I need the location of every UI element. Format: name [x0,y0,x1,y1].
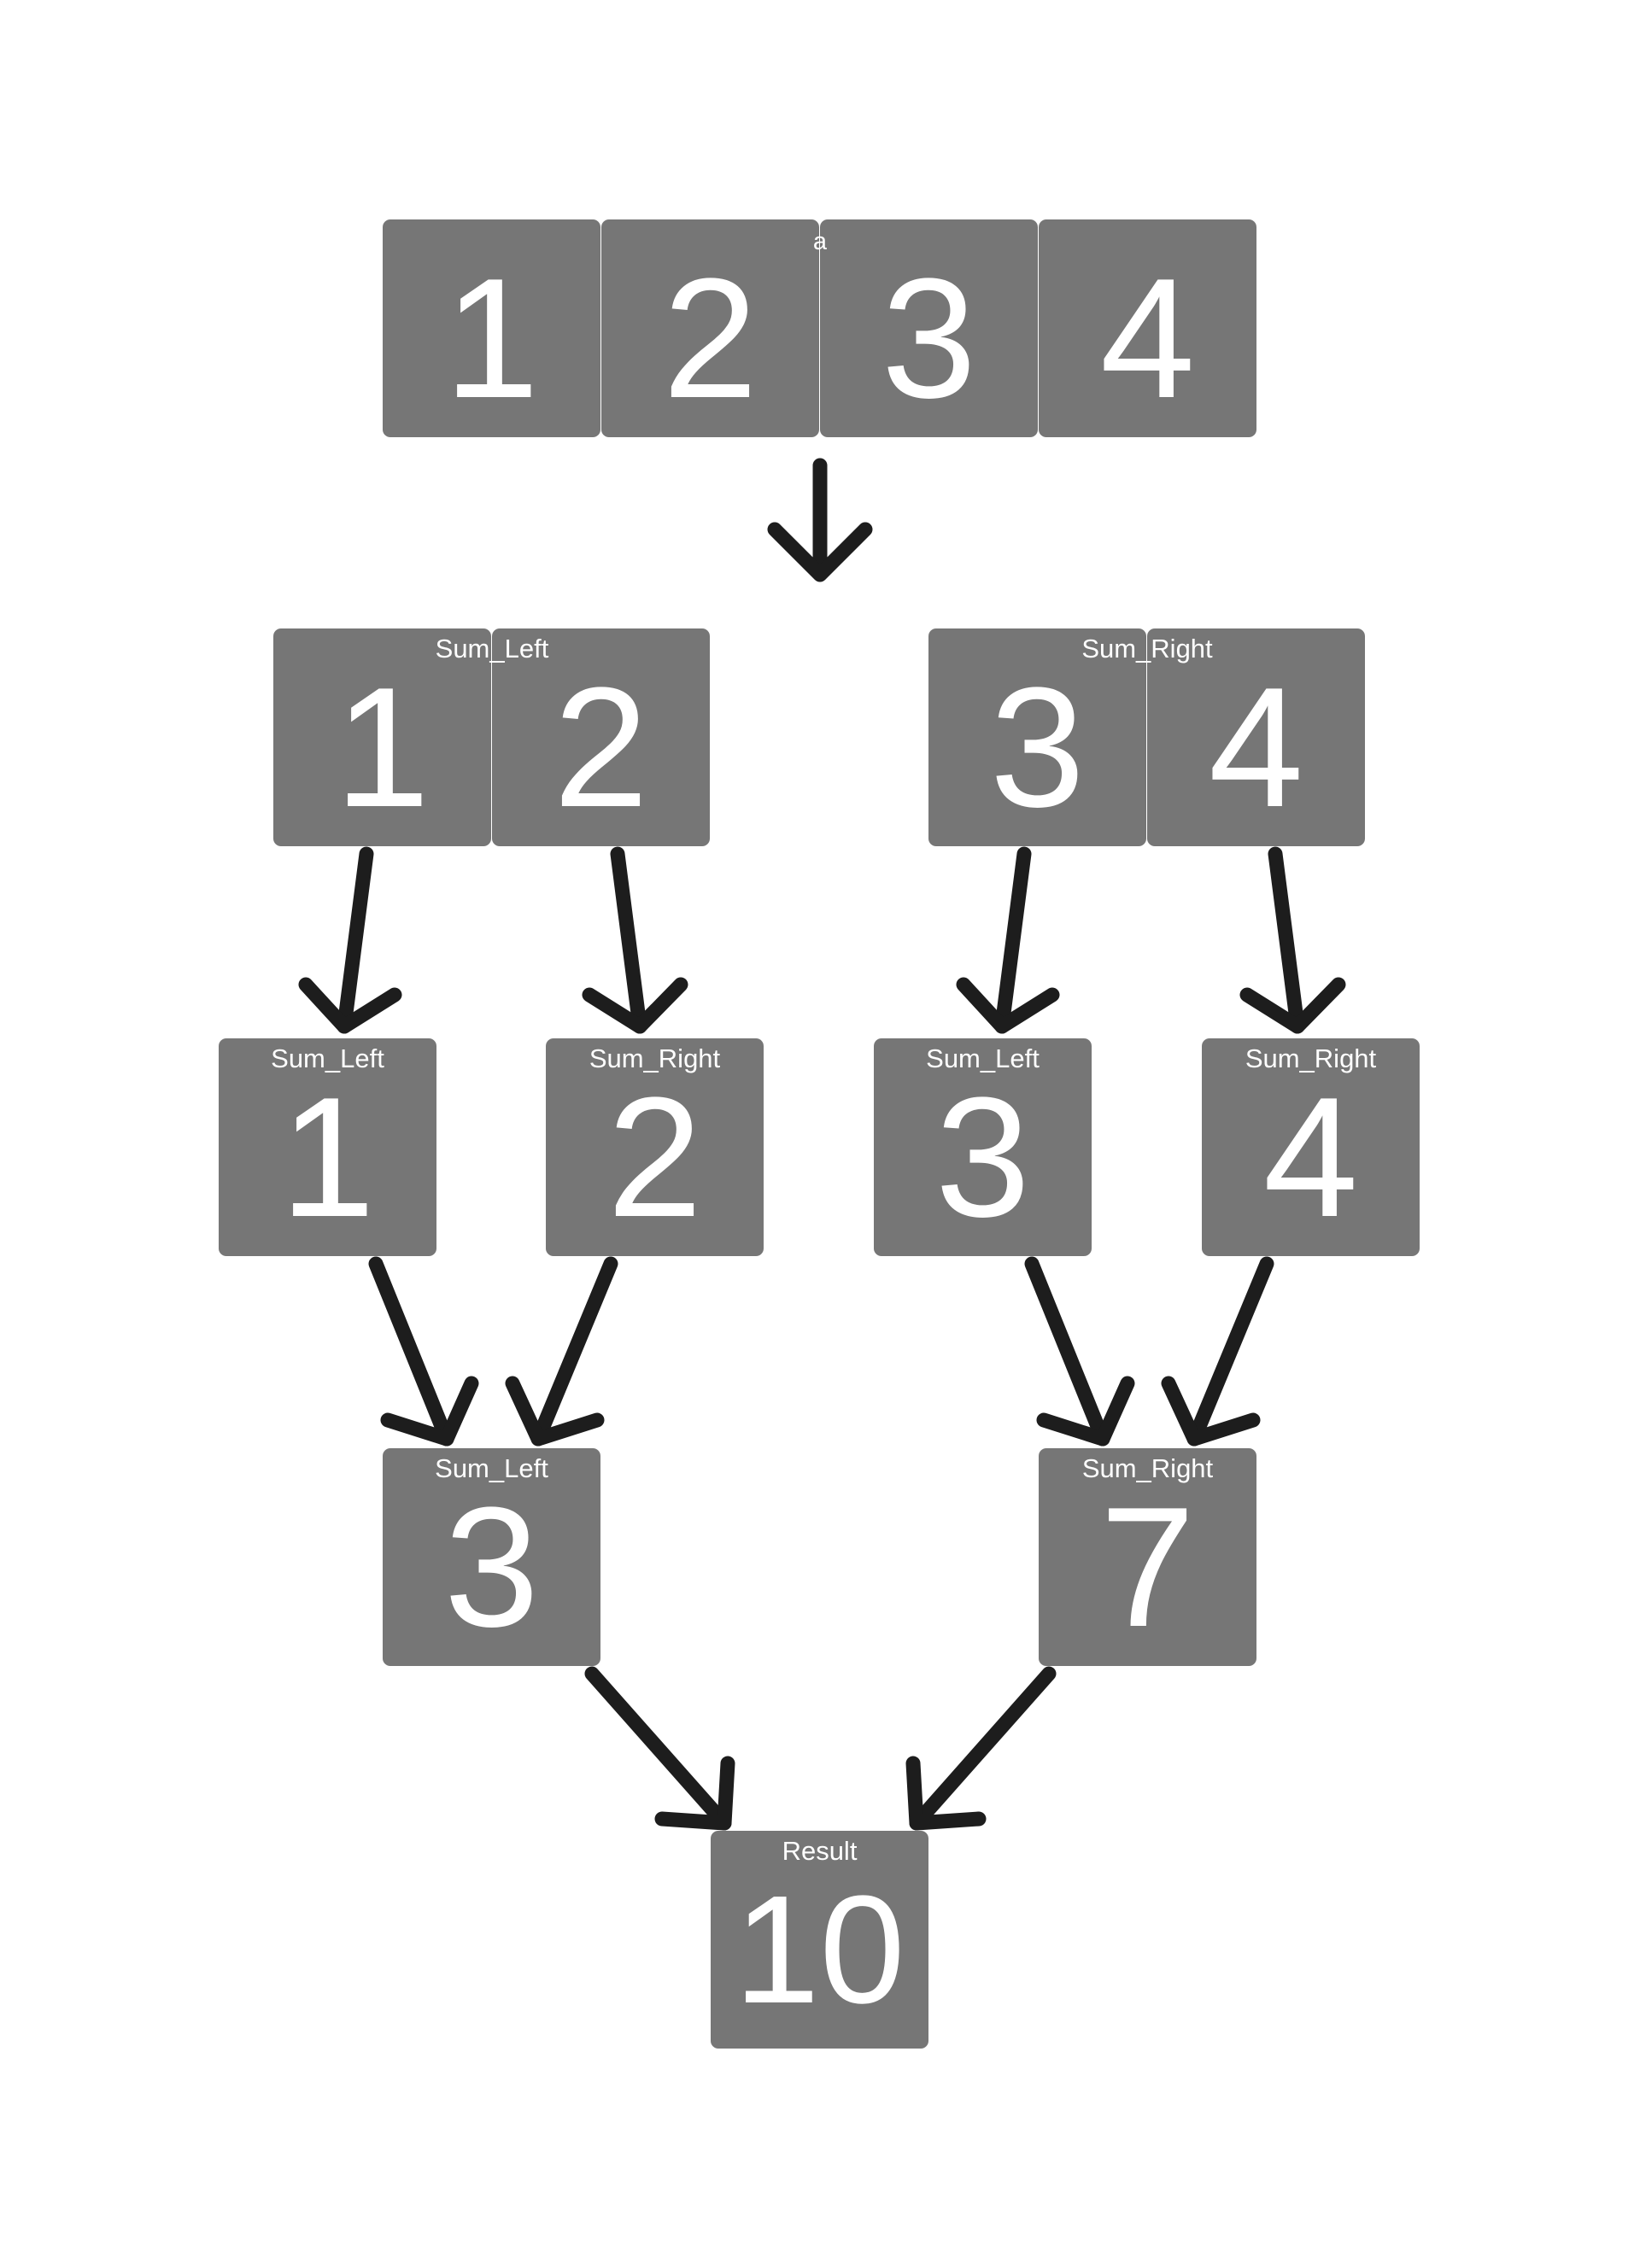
node-label: Sum_Left [271,1043,384,1073]
arrow-l1-right-to-l2-3 [1239,846,1346,1034]
result-node: Result 10 [711,1831,928,2049]
arrow-l3-0-to-result [584,1666,735,1831]
arrow-l2-1-to-l3-0 [505,1256,618,1447]
cell-value: 2 [662,243,758,434]
l2-node: Sum_Right 2 [546,1038,764,1256]
cell-value: 4 [1099,243,1196,434]
l1-left-label: Sum_Left [435,634,549,663]
node-label: Sum_Left [926,1043,1040,1073]
node-value: 2 [606,1062,703,1253]
cell-value: 2 [553,652,649,843]
l2-node: Sum_Right 4 [1202,1038,1420,1256]
input-cell: 3 [820,219,1038,437]
arrow-l2-2-to-l3-1 [1024,1256,1135,1447]
node-value: 3 [443,1472,540,1663]
cell-value: 3 [881,243,977,434]
l1-right-label: Sum_Right [1081,634,1213,663]
input-cell: 4 [1039,219,1256,437]
cell-value: 3 [989,652,1086,843]
result-label: Result [782,1836,858,1866]
node-value: 3 [934,1062,1031,1253]
input-array-label: a [812,228,828,255]
arrow-input-to-split [767,458,873,582]
node-label: Sum_Left [435,1453,548,1483]
arrow-l2-0-to-l3-0 [368,1256,479,1447]
arrow-l1-left-to-l2-1 [582,846,688,1034]
arrow-l1-right-to-l2-2 [956,846,1060,1034]
node-value: 4 [1262,1062,1359,1253]
l1-right-cell: 4 [1147,628,1365,846]
node-value: 7 [1099,1472,1196,1663]
cell-value: 4 [1208,652,1304,843]
arrow-l2-3-to-l3-1 [1161,1256,1274,1447]
l1-right-cell: 3 [928,628,1146,846]
l2-node: Sum_Left 1 [219,1038,436,1256]
node-label: Sum_Right [1081,1453,1214,1483]
l1-left-cell: 2 [492,628,710,846]
l1-left-cell: 1 [273,628,491,846]
input-cell: 1 [383,219,600,437]
arrow-l3-1-to-result [905,1666,1057,1831]
node-label: Sum_Right [589,1043,721,1073]
node-label: Sum_Right [1245,1043,1377,1073]
arrow-l1-left-to-l2-0 [298,846,402,1034]
input-cell: 2 [601,219,819,437]
result-value: 10 [734,1864,905,2036]
l3-node: Sum_Left 3 [383,1448,600,1666]
cell-value: 1 [443,243,540,434]
l2-node: Sum_Left 3 [874,1038,1092,1256]
node-value: 1 [279,1062,376,1253]
cell-value: 1 [334,652,430,843]
l3-node: Sum_Right 7 [1039,1448,1256,1666]
